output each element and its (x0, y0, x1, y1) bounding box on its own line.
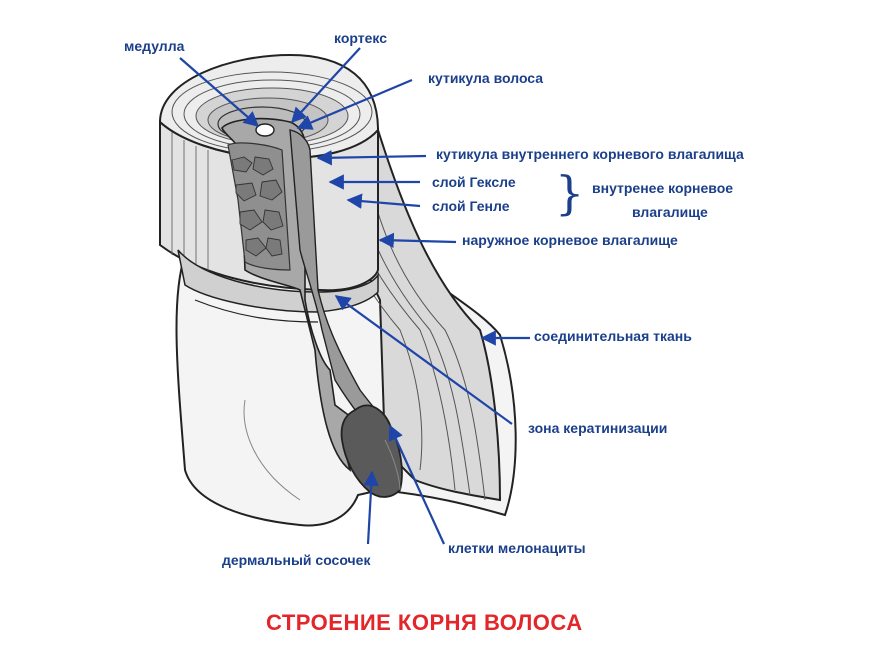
label-medulla: медулла (124, 38, 185, 54)
label-inner-root-sheath-line2: влагалище (632, 204, 708, 220)
arrow-henle (346, 193, 421, 209)
arrow-keratinization (334, 295, 513, 425)
label-inner-sheath-cuticle: кутикула внутреннего корневого влагалища (436, 146, 744, 162)
label-huxley-layer: слой Гексле (432, 174, 516, 190)
arrow-hair-cuticle (296, 78, 413, 130)
arrow-outer-sheath (378, 232, 457, 249)
label-keratinization-zone: зона кератинизации (528, 420, 668, 436)
arrow-medulla (179, 57, 260, 128)
label-dermal-papilla: дермальный сосочек (222, 552, 371, 568)
arrow-inner-sheath-cuticle (316, 150, 427, 166)
arrow-melanocytes (388, 424, 446, 545)
label-inner-root-sheath-line1: внутренее корневое (592, 180, 734, 196)
label-connective-tissue: соединительная ткань (534, 328, 692, 344)
brace-inner-root-sheath: } (555, 166, 585, 220)
arrow-dermal-papilla (363, 470, 379, 545)
medulla-dot (255, 123, 275, 137)
label-cortex: кортекс (334, 30, 387, 46)
hair-medulla (227, 142, 291, 271)
label-outer-root-sheath: наружное корневое влагалище (462, 232, 678, 248)
label-melanocytes: клетки мелонациты (448, 540, 586, 556)
label-hair-cuticle: кутикула волоса (428, 70, 544, 86)
arrow-cortex (290, 47, 361, 124)
diagram-title: СТРОЕНИЕ КОРНЯ ВОЛОСА (266, 610, 583, 635)
dermal-papilla-shape (340, 404, 403, 498)
label-henle-layer: слой Генле (432, 198, 510, 214)
